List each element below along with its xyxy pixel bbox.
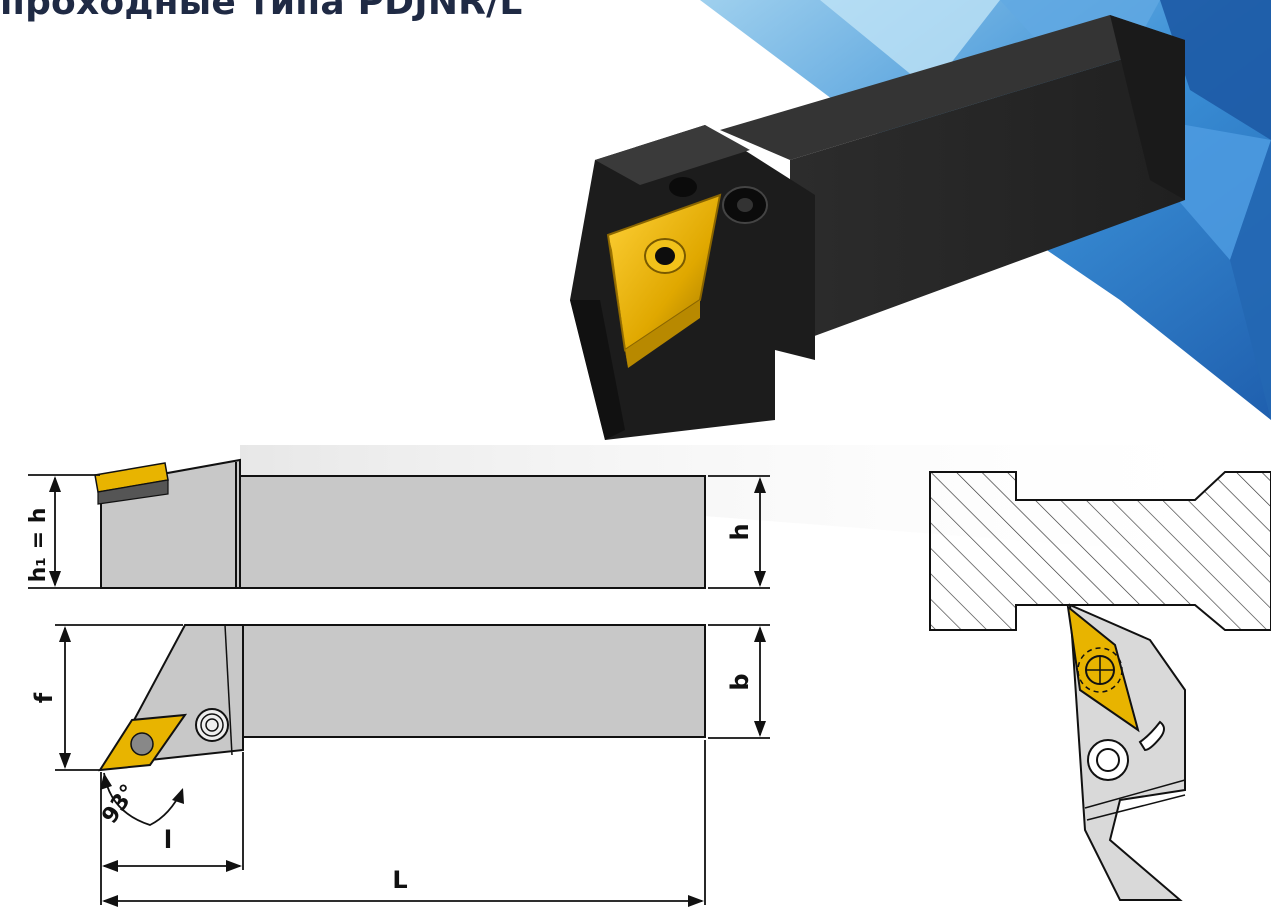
machining-cross-section [929,471,1271,901]
dim-label-h1: h₁ = h [26,508,51,583]
dim-label-l: l [164,826,172,854]
dim-label-L: L [392,866,407,894]
side-view-drawing [94,458,706,589]
dim-label-f: f [30,692,58,703]
dim-label-h: h [726,523,754,540]
page-title: проходные типа PDJNR/L [0,0,523,23]
top-view-drawing [98,624,706,772]
tool-holder-render [570,15,1185,440]
dimension-lines [28,474,770,907]
dim-label-b: b [726,673,754,690]
